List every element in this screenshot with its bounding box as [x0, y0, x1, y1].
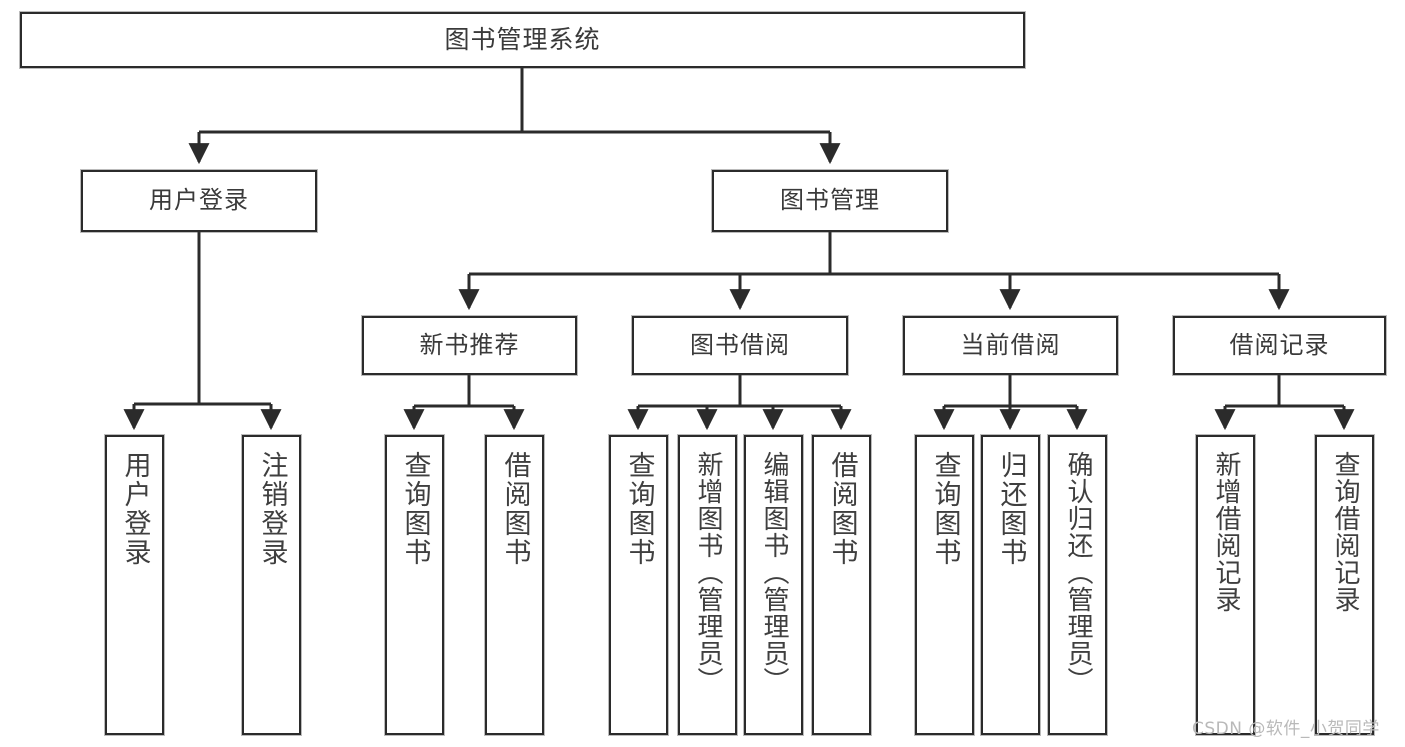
leaf-query-book-borrow[interactable]: 查询图书 [609, 435, 668, 735]
node-label: 图书借阅 [690, 330, 790, 359]
node-label: 确认归还（管理员） [1063, 451, 1094, 694]
node-borrow-record[interactable]: 借阅记录 [1173, 316, 1386, 375]
node-book-management[interactable]: 图书管理 [712, 170, 948, 232]
node-root-book-management-system[interactable]: 图书管理系统 [20, 12, 1025, 68]
node-label: 图书管理系统 [444, 24, 601, 54]
leaf-confirm-return-admin[interactable]: 确认归还（管理员） [1048, 435, 1107, 735]
leaf-query-book-recommend[interactable]: 查询图书 [385, 435, 444, 735]
leaf-borrow-book-borrow[interactable]: 借阅图书 [812, 435, 871, 735]
leaf-query-borrow-record[interactable]: 查询借阅记录 [1315, 435, 1374, 735]
node-label: 查询图书 [623, 451, 655, 567]
node-label: 查询借阅记录 [1330, 451, 1361, 613]
leaf-logout-login[interactable]: 注销登录 [242, 435, 301, 735]
node-new-book-recommend[interactable]: 新书推荐 [362, 316, 577, 375]
leaf-borrow-book-recommend[interactable]: 借阅图书 [485, 435, 544, 735]
node-book-borrow[interactable]: 图书借阅 [632, 316, 848, 375]
node-label: 图书管理 [780, 186, 880, 215]
leaf-edit-book-admin[interactable]: 编辑图书（管理员） [744, 435, 803, 735]
node-label: 归还图书 [995, 451, 1027, 567]
csdn-watermark: CSDN @软件_小贺同学 [1192, 719, 1380, 739]
node-current-borrow[interactable]: 当前借阅 [903, 316, 1118, 375]
leaf-user-login[interactable]: 用户登录 [105, 435, 164, 735]
node-label: 查询图书 [399, 451, 431, 567]
node-label: 用户登录 [119, 451, 151, 567]
node-label: 编辑图书（管理员） [759, 451, 790, 694]
node-user-login[interactable]: 用户登录 [81, 170, 317, 232]
node-label: 借阅记录 [1229, 330, 1330, 359]
node-label: 查询图书 [929, 451, 961, 567]
node-label: 用户登录 [149, 186, 249, 215]
node-label: 新书推荐 [419, 330, 520, 359]
node-label: 当前借阅 [960, 330, 1061, 359]
node-label: 新增借阅记录 [1211, 451, 1242, 613]
node-label: 注销登录 [256, 451, 288, 567]
leaf-return-book[interactable]: 归还图书 [981, 435, 1040, 735]
node-label: 借阅图书 [499, 451, 531, 567]
leaf-add-borrow-record[interactable]: 新增借阅记录 [1196, 435, 1255, 735]
node-label: 借阅图书 [826, 451, 858, 567]
node-label: 新增图书（管理员） [693, 451, 724, 694]
leaf-add-book-admin[interactable]: 新增图书（管理员） [678, 435, 737, 735]
leaf-query-book-current[interactable]: 查询图书 [915, 435, 974, 735]
